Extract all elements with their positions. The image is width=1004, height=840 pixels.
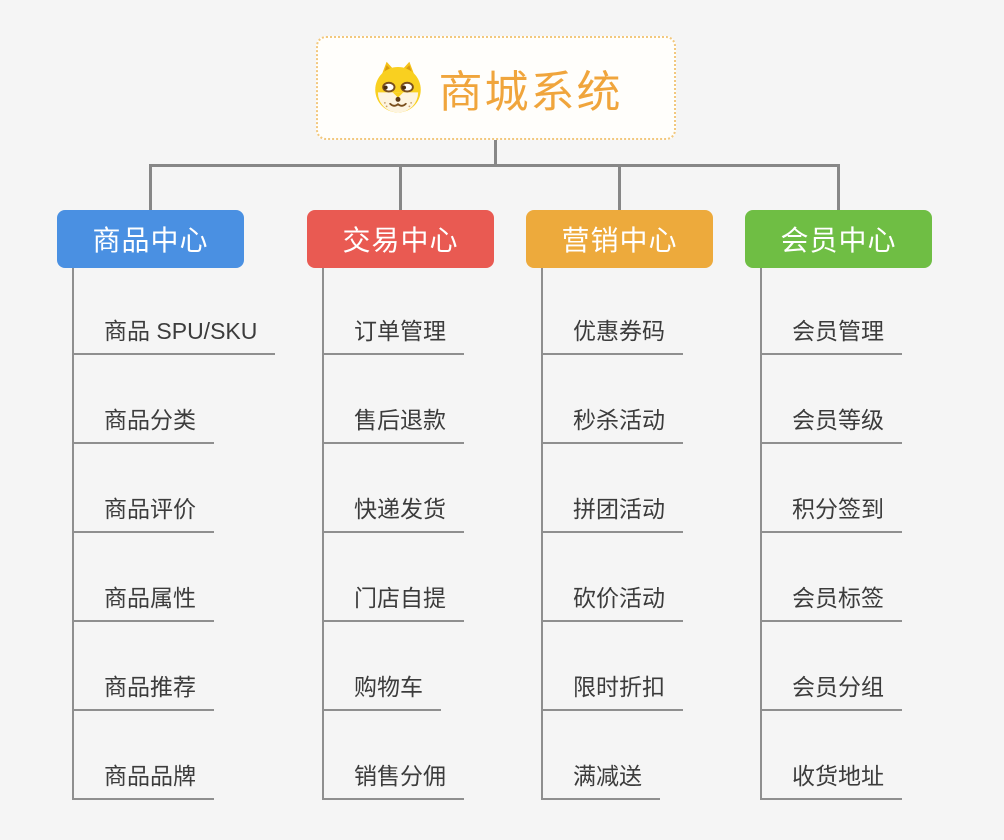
leaf-node[interactable]: 会员分组 bbox=[760, 674, 902, 711]
connector-horizontal-bar bbox=[149, 164, 840, 167]
leaf-node[interactable]: 砍价活动 bbox=[541, 585, 683, 622]
connector-drop-3 bbox=[618, 164, 621, 210]
root-node[interactable]: 商城系统 bbox=[316, 36, 676, 140]
branch-1-spine bbox=[72, 268, 74, 800]
leaf-node[interactable]: 商品属性 bbox=[72, 585, 214, 622]
branch-2-spine bbox=[322, 268, 324, 800]
branch-4-spine bbox=[760, 268, 762, 800]
leaf-node[interactable]: 商品评价 bbox=[72, 496, 214, 533]
leaf-node[interactable]: 收货地址 bbox=[760, 763, 902, 800]
leaf-node[interactable]: 优惠券码 bbox=[541, 318, 683, 355]
connector-root-stem bbox=[494, 140, 497, 167]
branch-label: 交易中心 bbox=[342, 225, 459, 256]
leaf-node[interactable]: 售后退款 bbox=[322, 407, 464, 444]
leaf-node[interactable]: 商品 SPU/SKU bbox=[72, 318, 276, 355]
root-title: 商城系统 bbox=[438, 68, 623, 117]
branch-label: 商品中心 bbox=[92, 225, 209, 256]
leaf-node[interactable]: 限时折扣 bbox=[541, 674, 683, 711]
leaf-node[interactable]: 快递发货 bbox=[322, 496, 464, 533]
leaf-node[interactable]: 拼团活动 bbox=[541, 496, 683, 533]
leaf-node[interactable]: 满减送 bbox=[541, 763, 660, 800]
leaf-node[interactable]: 商品品牌 bbox=[72, 763, 214, 800]
connector-drop-1 bbox=[149, 164, 152, 210]
leaf-node[interactable]: 销售分佣 bbox=[322, 763, 464, 800]
leaf-node[interactable]: 门店自提 bbox=[322, 585, 464, 622]
leaf-node[interactable]: 订单管理 bbox=[322, 318, 464, 355]
branch-3-spine bbox=[541, 268, 543, 800]
leaf-node[interactable]: 秒杀活动 bbox=[541, 407, 683, 444]
leaf-node[interactable]: 购物车 bbox=[322, 674, 441, 711]
branch-trade-center[interactable]: 交易中心 bbox=[307, 210, 494, 268]
leaf-node[interactable]: 积分签到 bbox=[760, 496, 902, 533]
connector-drop-2 bbox=[399, 164, 402, 210]
branch-label: 营销中心 bbox=[561, 225, 678, 256]
leaf-node[interactable]: 会员管理 bbox=[760, 318, 902, 355]
branch-marketing-center[interactable]: 营销中心 bbox=[526, 210, 713, 268]
leaf-node[interactable]: 会员等级 bbox=[760, 407, 902, 444]
connector-drop-4 bbox=[837, 164, 840, 210]
branch-member-center[interactable]: 会员中心 bbox=[745, 210, 932, 268]
leaf-node[interactable]: 会员标签 bbox=[760, 585, 902, 622]
leaf-node[interactable]: 商品分类 bbox=[72, 407, 214, 444]
dog-face-icon bbox=[374, 61, 421, 113]
leaf-node[interactable]: 商品推荐 bbox=[72, 674, 214, 711]
branch-label: 会员中心 bbox=[780, 225, 897, 256]
branch-product-center[interactable]: 商品中心 bbox=[57, 210, 244, 268]
